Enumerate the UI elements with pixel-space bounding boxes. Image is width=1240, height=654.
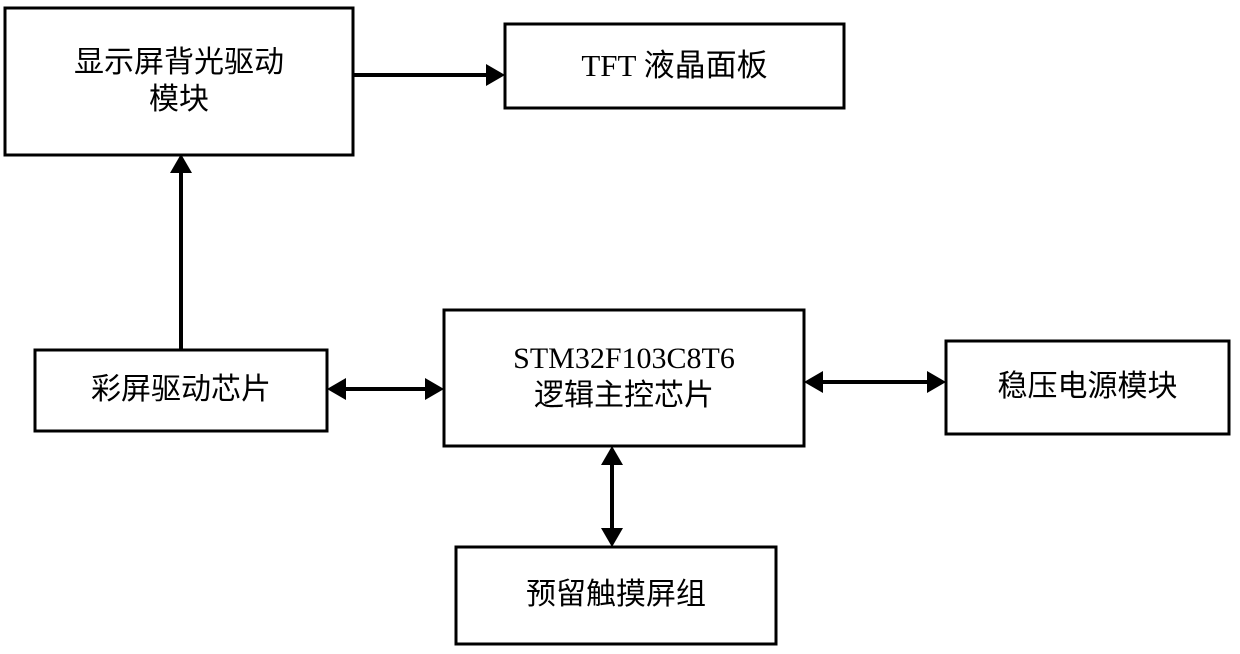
node-box-tft-lcd-panel [503,22,846,110]
node-box-stm32-main-control-chip [442,308,806,448]
connector-stm32-to-power-module [804,371,946,393]
arrowhead [804,371,823,393]
arrowhead [601,446,623,465]
connector-stm32-to-touch-panel [601,446,623,547]
arrowhead [486,64,505,86]
arrowhead [327,378,346,400]
node-box-reserved-touch-panel-group [454,545,778,646]
diagram-connectors-layer [170,64,946,547]
arrowhead [601,528,623,547]
node-box-backlight-driver-module [3,6,355,157]
connector-backlight-to-tft [352,64,505,86]
connector-color-driver-to-stm32 [327,378,444,400]
arrowhead [170,154,192,173]
arrowhead [425,378,444,400]
node-box-color-screen-driver-chip [33,348,329,433]
arrowhead [927,371,946,393]
connector-color-driver-to-backlight [170,154,192,350]
diagram-boxes-layer [3,6,1231,646]
node-box-regulated-power-module [944,339,1231,436]
